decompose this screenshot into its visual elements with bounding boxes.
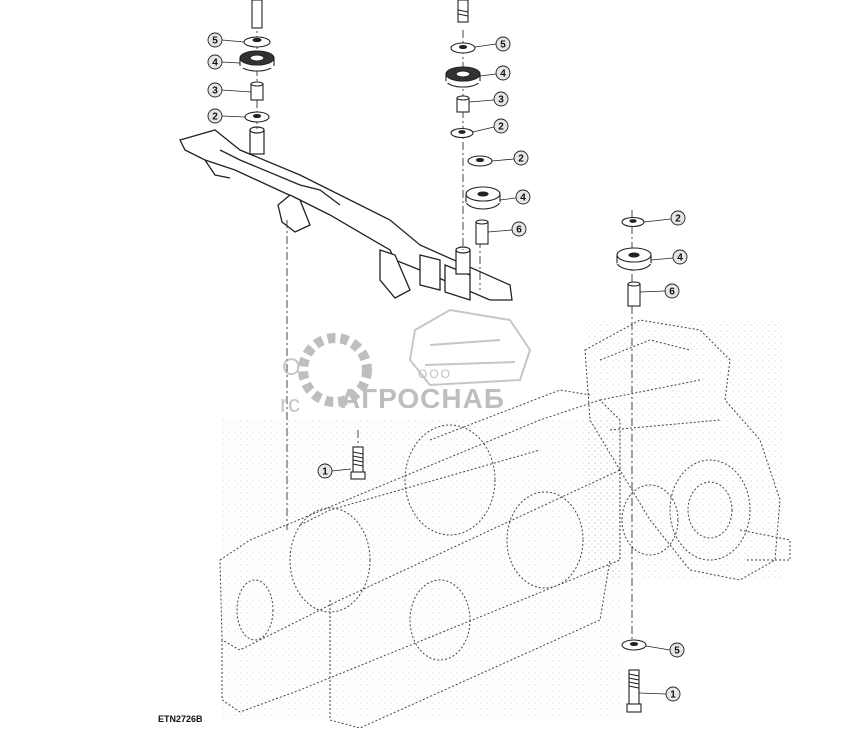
gearbox-texture	[585, 320, 785, 580]
svg-text:2: 2	[675, 214, 681, 225]
callout-bubble: 4	[495, 65, 511, 81]
svg-text:5: 5	[674, 646, 680, 657]
callout-bubble: 6	[664, 283, 680, 299]
hardware-stack-right	[616, 216, 652, 307]
callout-bubble: 3	[493, 91, 509, 107]
svg-text:4: 4	[212, 58, 218, 69]
svg-text:4: 4	[677, 253, 683, 264]
svg-text:5: 5	[212, 36, 218, 47]
svg-text:2: 2	[518, 154, 524, 165]
svg-text:2: 2	[212, 112, 218, 123]
callout-bubble: 2	[493, 118, 509, 134]
beam-mounting-boss-left	[249, 126, 265, 155]
callouts: 5 4 3 2 5 4 3 2 2 4 6 2 4 6 1 5 1	[207, 32, 688, 702]
svg-text:3: 3	[498, 95, 504, 106]
svg-text:1: 1	[670, 690, 676, 701]
sleeve-6-right	[627, 283, 641, 307]
watermark-prefix: ООО	[418, 367, 452, 381]
sleeve-6-center	[475, 221, 489, 245]
svg-text:4: 4	[520, 193, 526, 204]
callout-bubble: 2	[513, 150, 529, 166]
callout-bubble: 3	[207, 82, 223, 98]
callout-bubble: 5	[669, 642, 685, 658]
callout-leaders	[221, 39, 674, 695]
drawing-id-label: ETN2726B	[158, 714, 203, 724]
callout-bubble: 4	[672, 249, 688, 265]
svg-text:6: 6	[669, 287, 675, 298]
hardware-stack-center	[445, 0, 501, 245]
callout-bubble: 5	[495, 36, 511, 52]
watermark-brand: АГРОСНАБ	[340, 383, 505, 414]
hardware-stack-left	[239, 0, 275, 123]
callout-bubble: 2	[207, 108, 223, 124]
svg-text:5: 5	[500, 40, 506, 51]
watermark-logo: ООО АГРОСНАБ О rc	[280, 308, 532, 418]
callout-bubble: 4	[207, 54, 223, 70]
svg-text:6: 6	[516, 225, 522, 236]
watermark-fragment-1: О	[282, 354, 301, 381]
callout-bubble: 1	[665, 686, 681, 702]
beam-mounting-boss-right	[455, 246, 471, 275]
chassis-texture	[222, 420, 622, 720]
callout-bubble: 5	[207, 32, 223, 48]
callout-bubble: 2	[670, 210, 686, 226]
gear-icon	[298, 333, 372, 407]
watermark-fragment-2: rc	[280, 391, 300, 418]
callout-bubble: 6	[511, 221, 527, 237]
svg-text:1: 1	[322, 467, 328, 478]
cross-support-beam	[179, 129, 513, 301]
bolt-1-bottom-right	[626, 669, 642, 713]
svg-text:3: 3	[212, 86, 218, 97]
svg-text:4: 4	[500, 69, 506, 80]
svg-text:2: 2	[498, 122, 504, 133]
callout-bubble: 4	[515, 189, 531, 205]
callout-bubble: 1	[317, 463, 333, 479]
washer-5-bottom-right	[621, 639, 647, 651]
bolt-1-center	[350, 446, 366, 480]
bolt-shank-top-left	[251, 0, 263, 29]
